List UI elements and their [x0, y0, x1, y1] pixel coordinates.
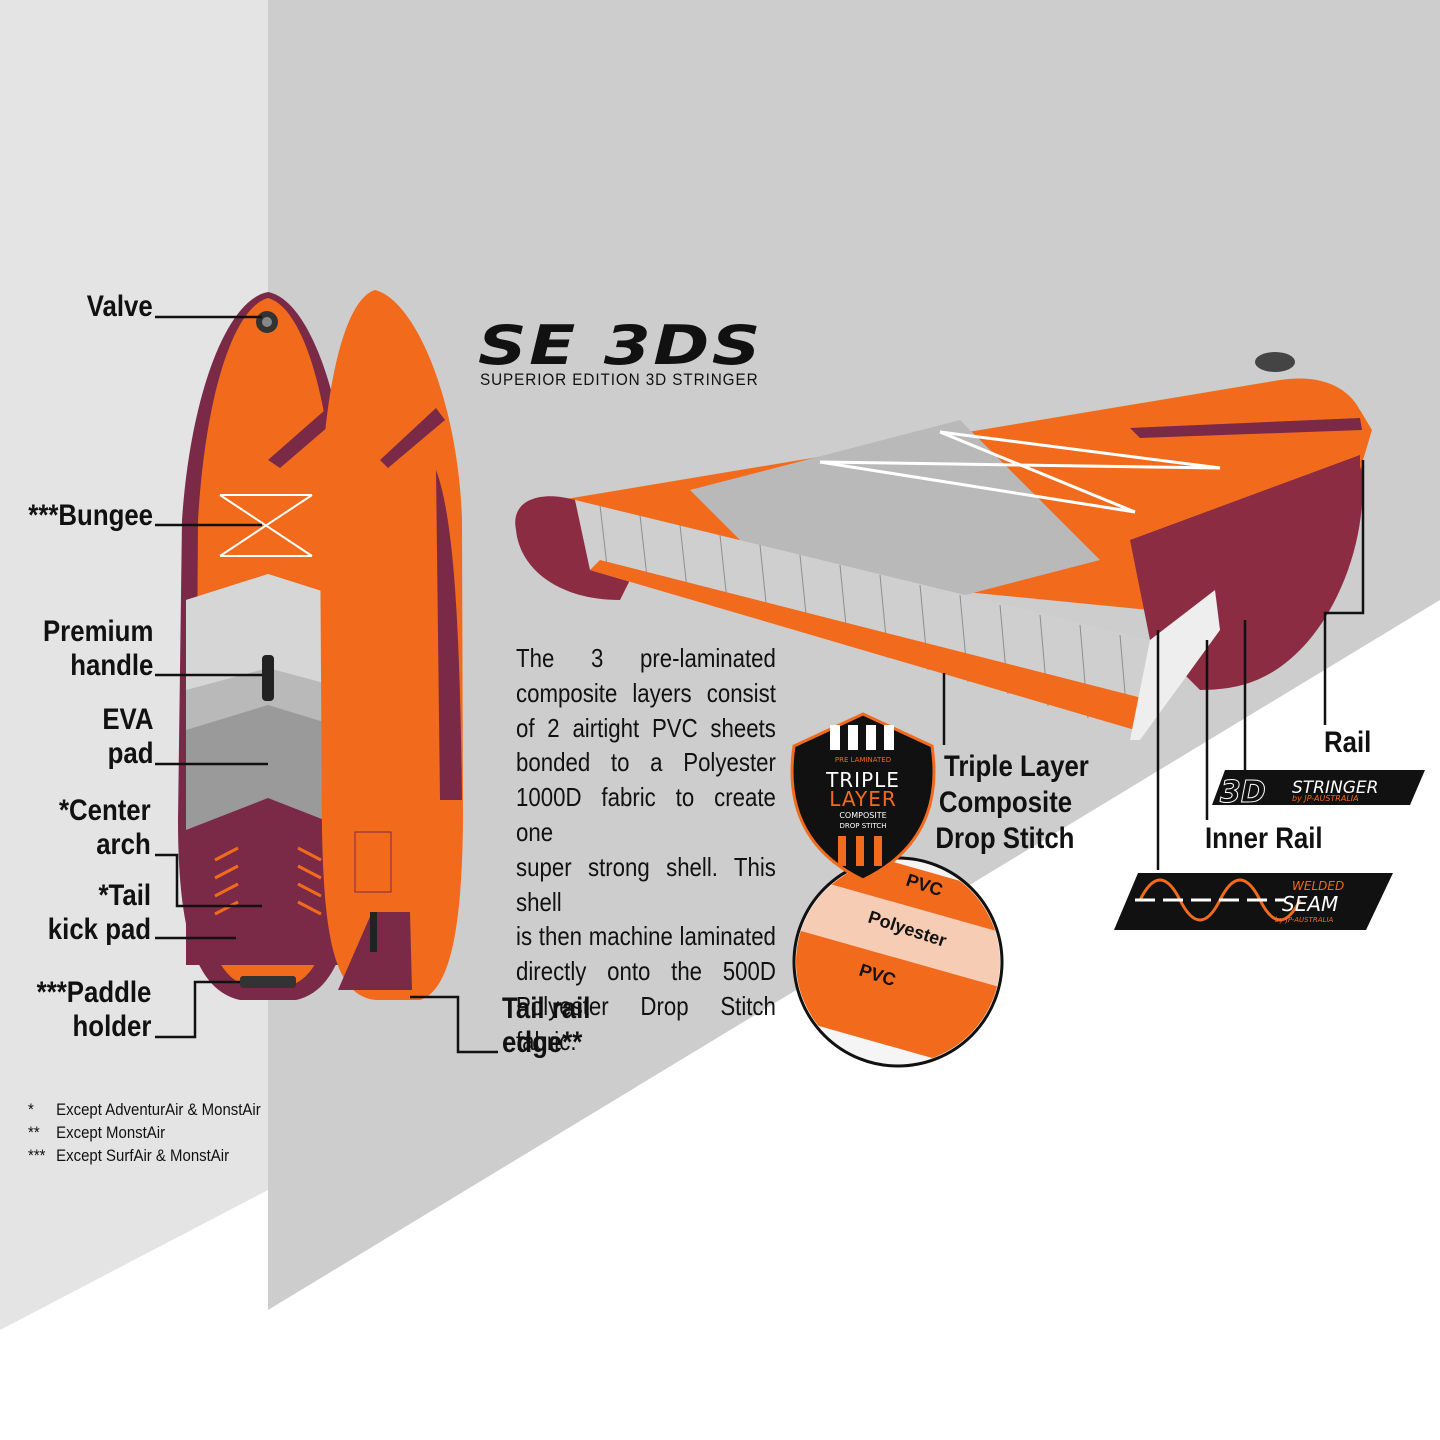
svg-text:DROP STITCH: DROP STITCH: [839, 822, 886, 830]
description-paragraph: The 3 pre-laminated composite layers con…: [516, 643, 776, 1056]
svg-text:3D: 3D: [1220, 775, 1266, 810]
footnote-row: **Except MonstAir: [28, 1123, 166, 1142]
leader-tail-rail: [410, 995, 498, 1054]
svg-text:TRIPLE: TRIPLE: [825, 768, 900, 792]
footnote-row: *Except AdventurAir & MonstAir: [28, 1100, 261, 1119]
handle-icon: [262, 655, 274, 701]
model-title: SE 3DS: [478, 314, 763, 377]
callout-triple-layer: Triple Layer Composite Drop Stitch: [935, 750, 1089, 855]
callout-valve: Valve: [86, 290, 153, 323]
shield-icon: [790, 712, 936, 882]
bungee: [219, 494, 313, 557]
footnote-row: ***Except SurfAir & MonstAir: [28, 1146, 230, 1165]
leader-rail: [1323, 460, 1365, 725]
leader-center-arch: [155, 853, 262, 908]
svg-text:by JP-AUSTRALIA: by JP-AUSTRALIA: [1275, 916, 1333, 924]
svg-text:PRE LAMINATED: PRE LAMINATED: [835, 756, 891, 764]
callout-bungee: ***Bungee: [28, 499, 153, 532]
footnotes: *Except AdventurAir & MonstAir **Except …: [28, 1098, 261, 1167]
leader-paddle-holder: [155, 980, 240, 1039]
callout-inner-rail: Inner Rail: [1205, 822, 1323, 855]
svg-text:SEAM: SEAM: [1282, 892, 1338, 916]
kick-pad-grooves: [214, 846, 322, 916]
svg-text:WELDED: WELDED: [1292, 879, 1344, 893]
callout-rail: Rail: [1324, 726, 1372, 759]
svg-text:by JP-AUSTRALIA: by JP-AUSTRALIA: [1292, 794, 1359, 803]
svg-text:LAYER: LAYER: [829, 787, 896, 811]
svg-text:COMPOSITE: COMPOSITE: [839, 811, 886, 820]
svg-text:STRINGER: STRINGER: [1292, 778, 1378, 798]
model-subtitle: SUPERIOR EDITION 3D STRINGER: [480, 370, 759, 389]
board-front: [178, 292, 356, 1000]
board-print-name: ALLROUNDAIR SE 3DS: [231, 955, 321, 964]
board-back: [320, 290, 463, 1000]
